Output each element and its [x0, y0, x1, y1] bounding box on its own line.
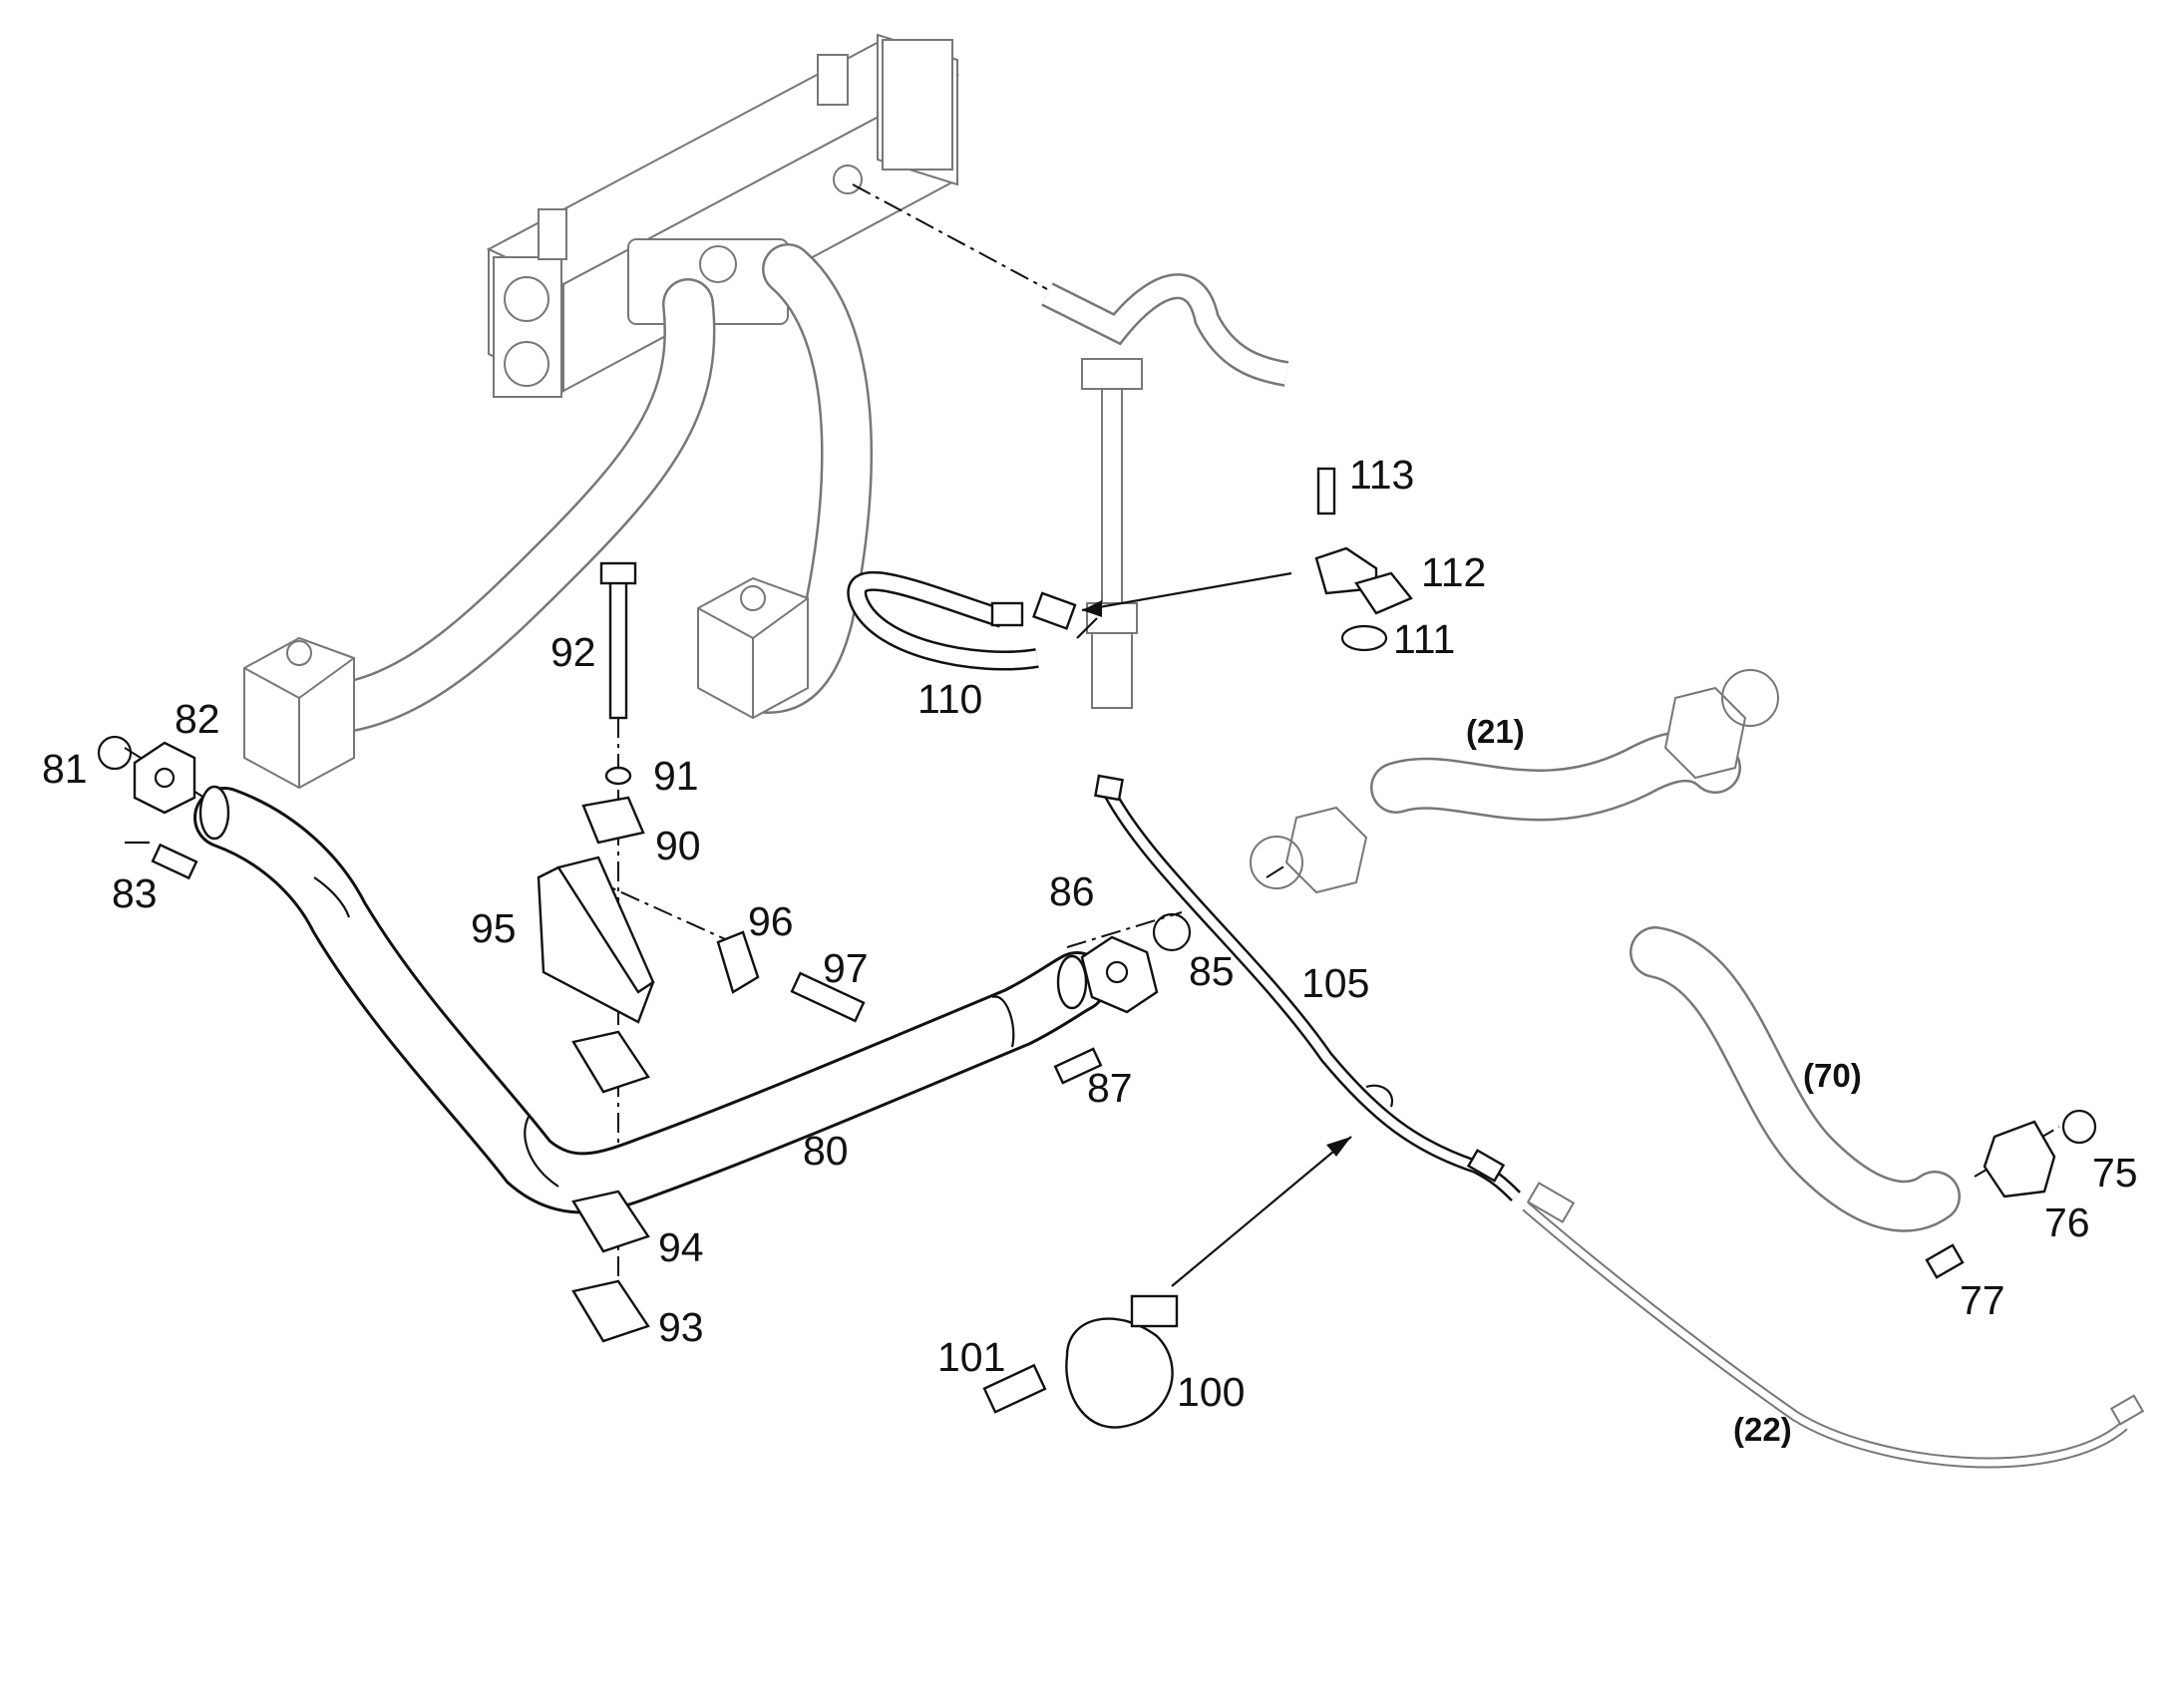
upper-right-tube-assembly [1041, 273, 1289, 709]
label-100: 100 [1177, 1369, 1245, 1415]
pump-block-left [243, 636, 355, 790]
label-86: 86 [1049, 868, 1095, 914]
hose-110 [847, 570, 1098, 671]
leader-arrows [1081, 571, 1352, 1287]
label-101: 101 [937, 1334, 1005, 1380]
left-flange-parts [97, 735, 198, 880]
label-83: 83 [112, 870, 158, 916]
group-labels: (21) (70) (22) [1466, 713, 1862, 1448]
label-85: 85 [1189, 948, 1235, 994]
clamp-parts [982, 1294, 1179, 1429]
label-77: 77 [1960, 1277, 2005, 1323]
hose-105 [1094, 774, 1521, 1201]
label-91: 91 [653, 753, 699, 799]
label-80: 80 [803, 1128, 849, 1174]
label-90: 90 [655, 823, 701, 868]
label-94: 94 [658, 1224, 704, 1270]
label-87: 87 [1087, 1065, 1133, 1111]
manifold-beam-assembly [486, 33, 960, 398]
label-113: 113 [1349, 452, 1414, 498]
right-flange-parts [1053, 912, 1192, 1085]
bracket-assembly [537, 561, 866, 1343]
group-label-22: (22) [1733, 1411, 1792, 1448]
group-label-21: (21) [1466, 713, 1525, 750]
label-96: 96 [748, 898, 794, 944]
label-92: 92 [550, 629, 596, 675]
hose-22 [1522, 1182, 2145, 1469]
label-75: 75 [2092, 1150, 2138, 1196]
label-97: 97 [823, 945, 869, 991]
clamp-half-parts [1314, 467, 1413, 652]
label-93: 93 [658, 1304, 704, 1350]
label-81: 81 [42, 746, 88, 792]
label-105: 105 [1301, 960, 1369, 1006]
hose-21 [1250, 669, 1779, 894]
hose-70 [1630, 926, 2097, 1279]
pump-block-right [697, 576, 809, 720]
label-111: 111 [1393, 616, 1455, 662]
label-110: 110 [917, 676, 982, 722]
hose-80 [193, 785, 1108, 1214]
label-82: 82 [175, 696, 220, 742]
group-label-70: (70) [1803, 1057, 1862, 1094]
label-112: 112 [1421, 549, 1486, 595]
label-95: 95 [471, 905, 517, 951]
label-76: 76 [2044, 1199, 2090, 1245]
item-labels: 113 112 111 110 92 91 90 95 96 97 94 93 … [42, 452, 2138, 1415]
